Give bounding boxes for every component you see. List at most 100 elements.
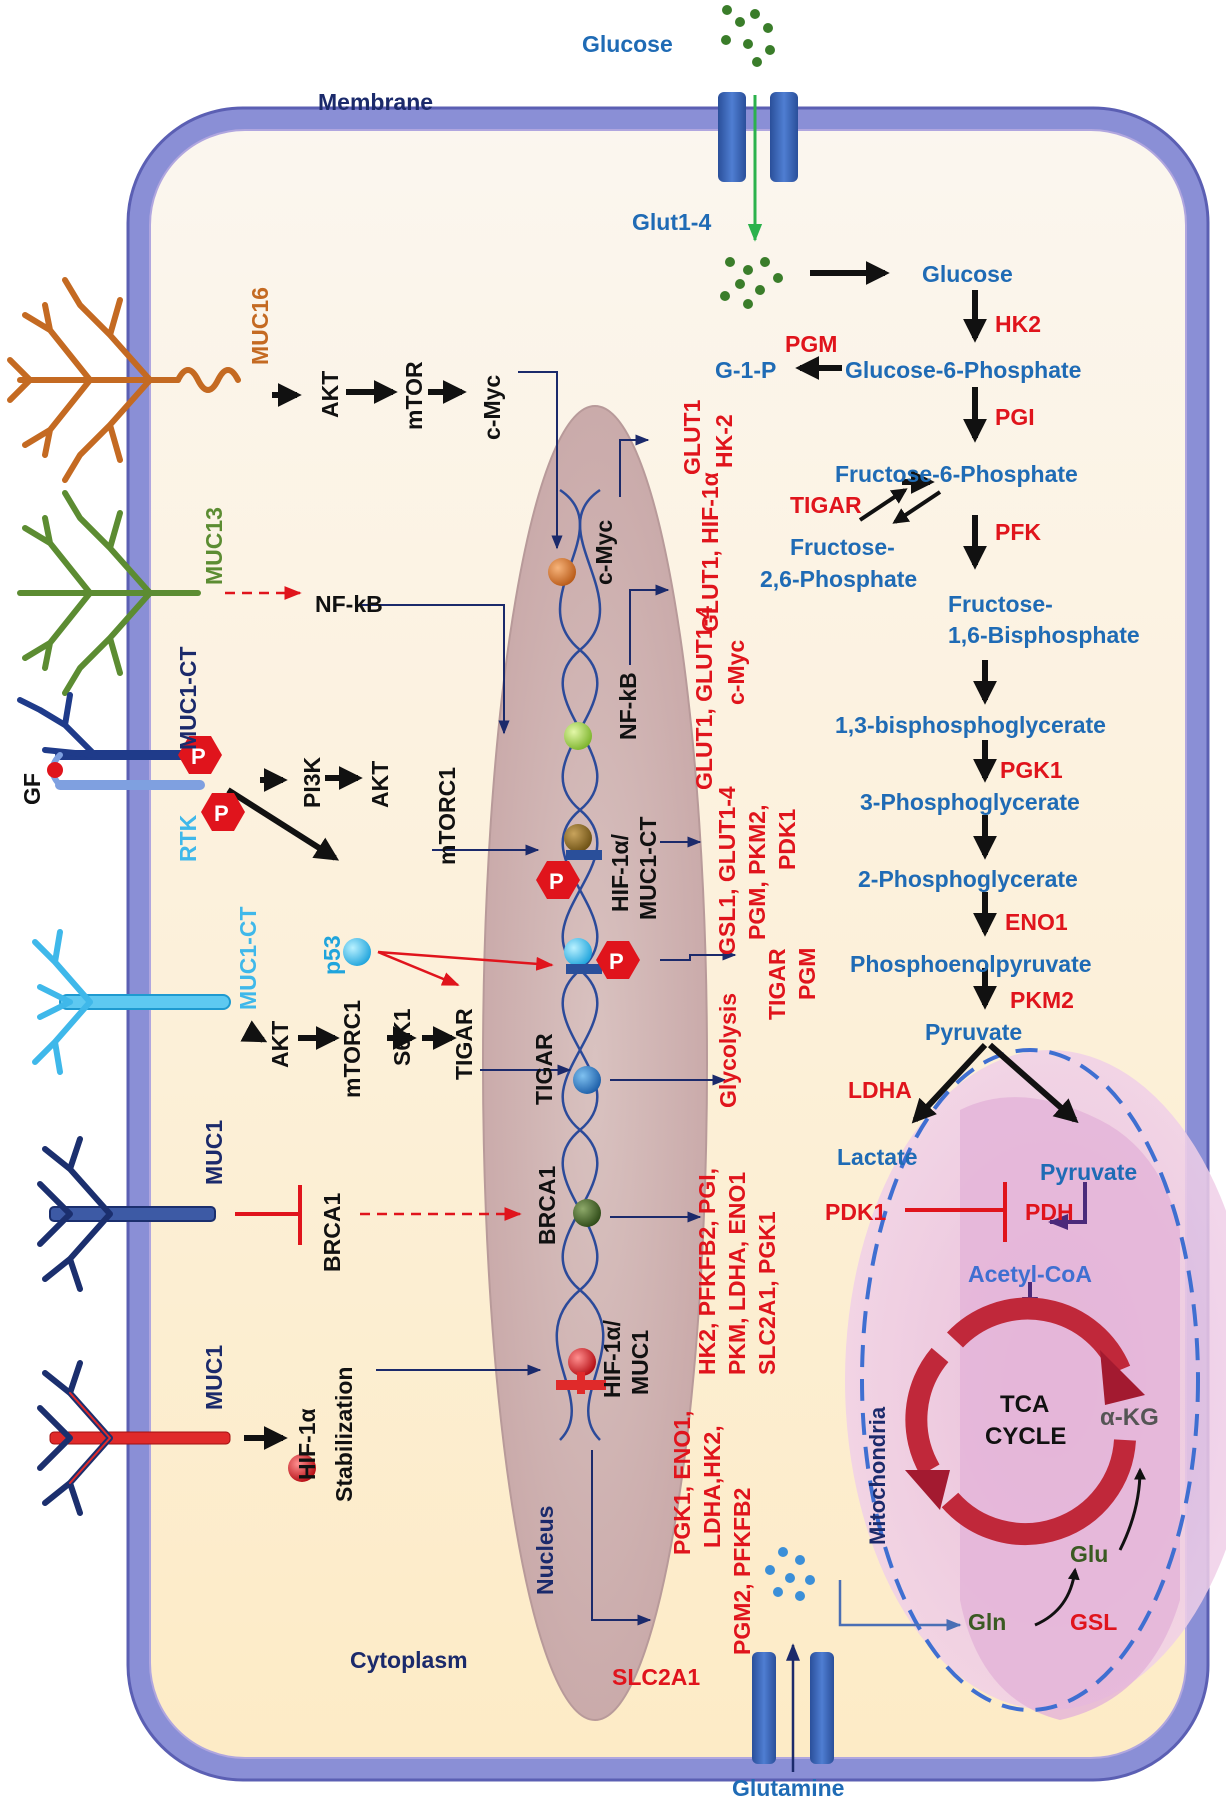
glucose-label: Glucose: [922, 261, 1013, 287]
target-7-label-2: PKM, LDHA, ENO1: [724, 1172, 750, 1375]
muc1-hif-receptor: [37, 1360, 231, 1516]
f16bp-label-1: Fructose-: [948, 591, 1053, 617]
tigar-glyco-label: TIGAR: [790, 492, 862, 518]
phospho-label-3: P: [549, 869, 564, 894]
pgm-label: PGM: [785, 331, 837, 357]
muc1ct-light-receptor: [32, 929, 231, 1075]
muc1-brca1-inhibition: [235, 1185, 302, 1245]
target-1-label-2: HK-2: [711, 414, 737, 468]
muc1ct-rtk-receptor: [17, 692, 205, 790]
pdh-label: PDH: [1025, 1199, 1074, 1225]
cmyc-signal-label: c-Myc: [479, 375, 505, 440]
f26bp-label-1: Fructose-: [790, 534, 895, 560]
cytoplasm-label: Cytoplasm: [350, 1647, 468, 1673]
target-3-label-2: c-Myc: [723, 640, 749, 705]
tca-cycle-ring: [905, 1297, 1136, 1545]
slc2a1-transporter: [752, 1643, 834, 1772]
tigar-signal-label: TIGAR: [451, 1008, 477, 1080]
target-6-label-1: Glycolysis: [715, 993, 741, 1108]
pg3-label: 3-Phosphoglycerate: [860, 789, 1080, 815]
muc1-brca1-receptor: [37, 1136, 216, 1292]
akt-label-2: AKT: [367, 761, 393, 808]
compartment-labels: Membrane Cytoplasm Nucleus Mitochondria …: [318, 31, 890, 1800]
target-8-label-3: PGM2, PFKFB2: [729, 1488, 755, 1655]
akg-label: α-KG: [1100, 1404, 1159, 1431]
glucose-outside-label: Glucose: [582, 31, 673, 57]
hif-stab-label-2: Stabilization: [331, 1367, 357, 1502]
akt-label-3: AKT: [267, 1021, 293, 1068]
mito-labels: Pyruvate PDK1 PDH Acetyl-CoA TCA CYCLE α…: [825, 1159, 1159, 1635]
glycolysis-arrows: [795, 261, 1079, 1124]
glucose-molecules-outside: [721, 5, 775, 67]
muc13-label: MUC13: [201, 507, 227, 585]
nuc-hif-muc1-label-2: MUC1: [627, 1330, 653, 1395]
gsl-label: GSL: [1070, 1609, 1117, 1635]
target-3-label-1: GLUT1, GLUT1-4: [691, 606, 717, 790]
tca-label-1: TCA: [1000, 1391, 1049, 1418]
mitochondria: [845, 1048, 1226, 1720]
mtorc1-label-b: mTORC1: [339, 1000, 365, 1098]
pg2-label: 2-Phosphoglycerate: [858, 866, 1078, 892]
mtor-label: mTOR: [401, 361, 427, 430]
nucleus: [482, 405, 708, 1721]
hk2-label: HK2: [995, 311, 1041, 337]
nucleus-label: Nucleus: [532, 1506, 558, 1595]
g6p-label: Glucose-6-Phosphate: [845, 357, 1081, 383]
muc16-label: MUC16: [247, 287, 273, 365]
mito-pyruvate-label: Pyruvate: [1040, 1159, 1137, 1185]
pdk1-label: PDK1: [825, 1199, 887, 1225]
rtk-label: RTK: [175, 814, 201, 862]
lactate-label: Lactate: [837, 1144, 918, 1170]
regulation-connectors: [356, 371, 737, 1626]
target-5-label-2: PGM: [794, 948, 820, 1000]
glutamine-molecules: [765, 1547, 815, 1601]
tca-arrowheads: [905, 1350, 1145, 1510]
acetyl-coa-label: Acetyl-CoA: [968, 1261, 1092, 1287]
pi3k-label: PI3K: [299, 756, 325, 808]
target-2-label-1: GLUT1, HIF-1α: [697, 472, 723, 632]
target-7-label-3: SLC2A1, PGK1: [754, 1211, 780, 1375]
membrane-label: Membrane: [318, 89, 433, 115]
p53-label: p53: [319, 935, 345, 975]
glut-label: Glut1-4: [632, 209, 711, 235]
muc13-receptor: [17, 490, 201, 696]
bpg13-label: 1,3-bisphosphoglycerate: [835, 712, 1106, 738]
target-8-label-1: PGK1, ENO1,: [669, 1411, 695, 1555]
g1p-label: G-1-P: [715, 357, 776, 383]
target-8-label-2: LDHA,HK2,: [699, 1425, 725, 1548]
slc2a1-label: SLC2A1: [612, 1664, 700, 1690]
muc1-hif-label: MUC1: [201, 1345, 227, 1410]
muc1-brca1-label: MUC1: [201, 1120, 227, 1185]
signaling-arrows: [226, 380, 467, 1450]
nuc-brca1-label: BRCA1: [534, 1166, 560, 1245]
brca1-signal-label: BRCA1: [319, 1193, 345, 1272]
nuc-cmyc-label: c-Myc: [591, 520, 617, 585]
nuclear-factors: [288, 558, 606, 1482]
pfk-label: PFK: [995, 519, 1041, 545]
muc1ct-light-label: MUC1-CT: [235, 907, 261, 1011]
muc1ct-dark-label: MUC1-CT: [175, 647, 201, 751]
glu-label: Glu: [1070, 1541, 1108, 1567]
pgk1-label: PGK1: [1000, 757, 1063, 783]
nuc-hif-muc1ct-label-1: HIF-1α/: [607, 833, 633, 912]
tigar-arrows: [858, 488, 942, 524]
mtorc1-label-a: mTORC1: [434, 767, 460, 865]
akt-label-1: AKT: [317, 371, 343, 418]
pkm2-label: PKM2: [1010, 987, 1074, 1013]
ldha-label: LDHA: [848, 1077, 912, 1103]
target-5-label-1: TIGAR: [764, 948, 790, 1020]
f16bp-label-2: 1,6-Bisphosphate: [948, 622, 1140, 648]
phospho-label-4: P: [609, 949, 624, 974]
nuclear-factor-labels: c-Myc NF-kB HIF-1α/ MUC1-CT TIGAR BRCA1 …: [531, 520, 661, 1398]
phospho-label-2: P: [214, 801, 229, 826]
hif-stab-label-1: HIF-1α: [294, 1408, 320, 1480]
target-4-label-1: GSL1, GLUT1-4: [714, 786, 740, 955]
pgi-label: PGI: [995, 404, 1035, 430]
gln-label: Gln: [968, 1609, 1006, 1635]
mucin-labels: MUC16 MUC13 MUC1-CT GF RTK MUC1-CT MUC1 …: [19, 287, 624, 1410]
tca-label-2: CYCLE: [985, 1423, 1066, 1450]
phospho-label-1: P: [191, 744, 206, 769]
signaling-labels: AKT mTOR c-Myc NF-kB PI3K AKT mTORC1 p53…: [267, 361, 505, 1502]
